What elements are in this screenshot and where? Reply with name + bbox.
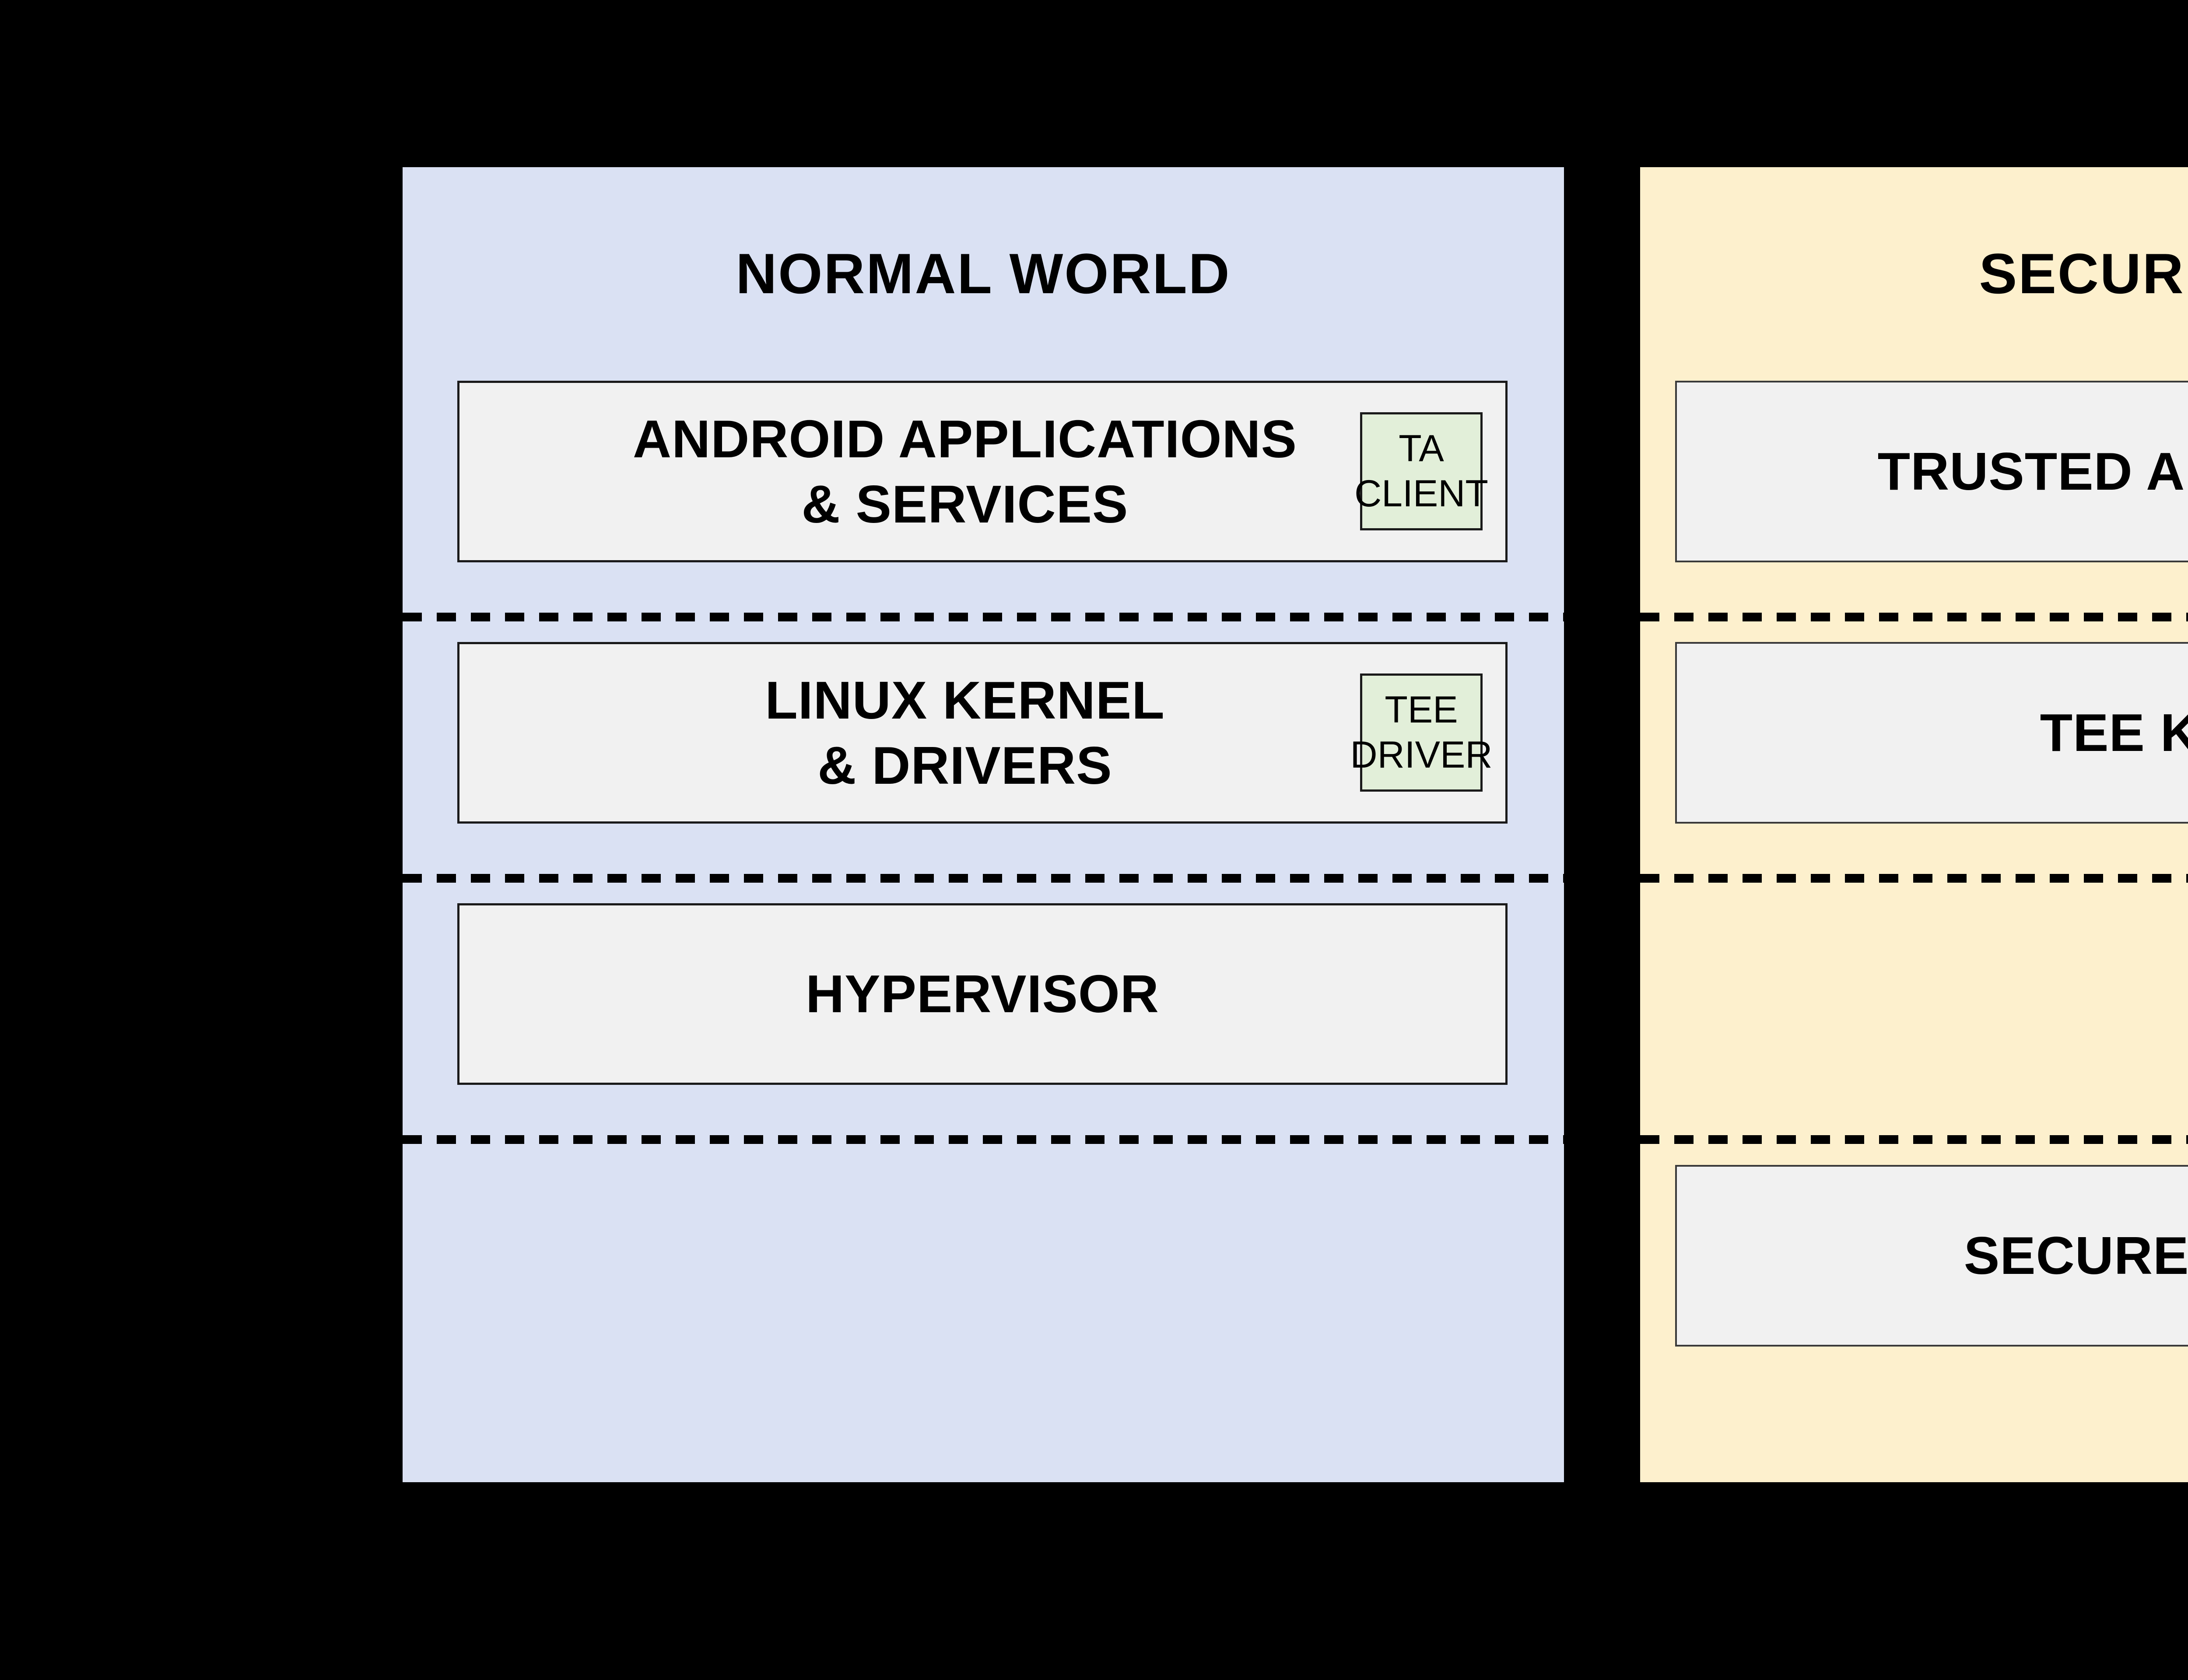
layer-box-trusted-applications[interactable]: TRUSTED APPLICATIONS — [1675, 381, 2188, 562]
normal-world-title: NORMAL WORLD — [736, 242, 1231, 305]
normal-world-panel: NORMAL WORLD ANDROID APPLICATIONS & SERV… — [403, 167, 1564, 1482]
secure-world-panel: SECURE WORLD TRUSTED APPLICATIONS TEE KE… — [1640, 167, 2188, 1482]
layer-label-tee-kernel: TEE KERNEL — [2040, 703, 2188, 763]
secure-world-title: SECURE WORLD — [1979, 242, 2188, 305]
layer-label-linux-kernel: LINUX KERNEL & DRIVERS — [765, 670, 1165, 795]
layer-box-tee-kernel[interactable]: TEE KERNEL — [1675, 642, 2188, 824]
divider-normal-3 — [403, 1135, 1564, 1144]
divider-secure-3 — [1640, 1135, 2188, 1144]
chip-label-tee-driver: TEE DRIVER — [1350, 688, 1493, 776]
layer-box-secure-monitor[interactable]: SECURE MONITOR — [1675, 1165, 2188, 1347]
chip-box-tee-driver[interactable]: TEE DRIVER — [1350, 673, 1492, 792]
chip-label-ta-client: TA CLIENT — [1354, 427, 1488, 515]
layer-box-android-applications[interactable]: ANDROID APPLICATIONS & SERVICES — [457, 381, 1508, 562]
layer-label-android-applications: ANDROID APPLICATIONS & SERVICES — [633, 409, 1297, 534]
layer-label-trusted-applications: TRUSTED APPLICATIONS — [1877, 442, 2188, 502]
layer-box-hypervisor[interactable]: HYPERVISOR — [457, 903, 1508, 1085]
layer-label-hypervisor: HYPERVISOR — [806, 964, 1159, 1024]
chip-box-ta-client[interactable]: TA CLIENT — [1354, 412, 1488, 530]
divider-secure-1 — [1640, 613, 2188, 621]
layer-label-secure-monitor: SECURE MONITOR — [1964, 1226, 2188, 1286]
divider-normal-1 — [403, 613, 1564, 621]
divider-secure-2 — [1640, 874, 2188, 883]
divider-normal-2 — [403, 874, 1564, 883]
